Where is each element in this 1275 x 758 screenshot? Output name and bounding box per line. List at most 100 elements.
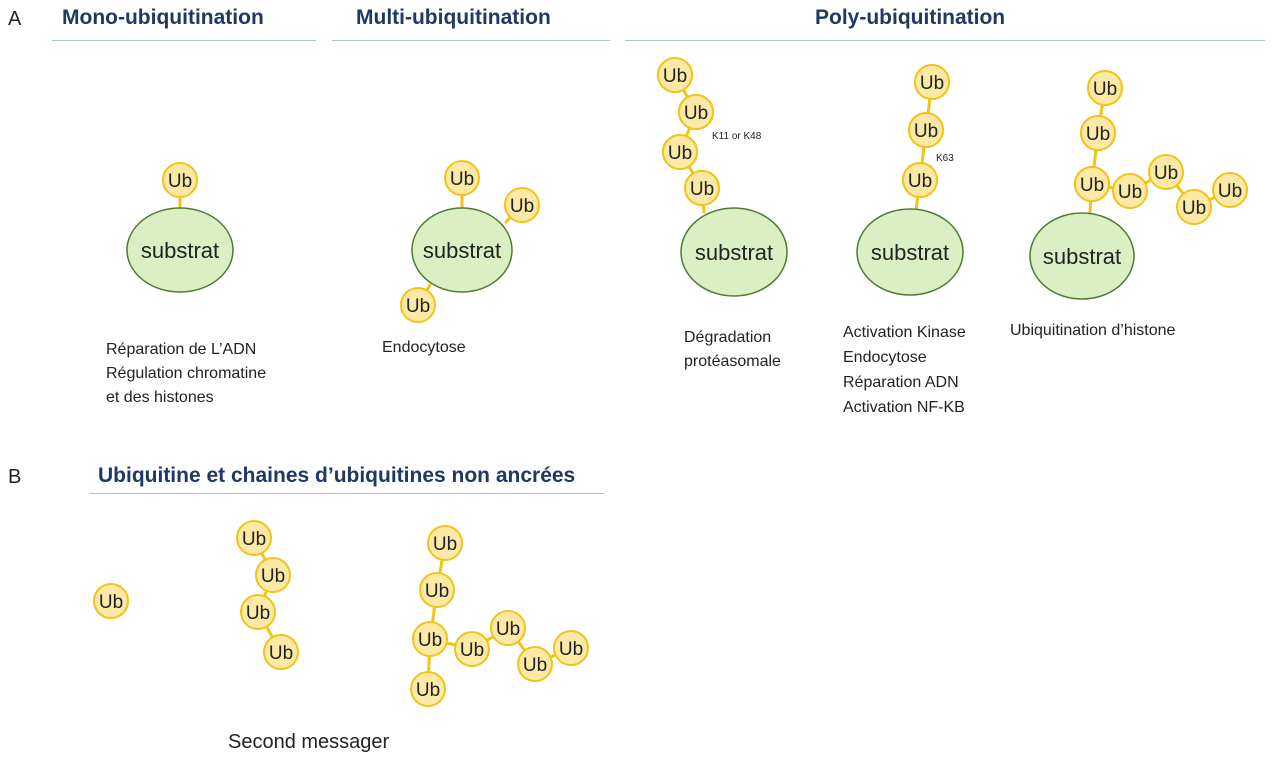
substrat-label: substrat	[141, 238, 219, 263]
description-line: Dégradation	[684, 329, 772, 346]
description-line: et des histones	[106, 389, 214, 406]
ubiquitin-node: Ub	[908, 112, 944, 148]
substrat-node: substrat	[856, 208, 964, 296]
ubiquitin-circle	[454, 631, 490, 667]
description-line: Réparation de L’ADN	[106, 341, 257, 358]
description-line: protéasomale	[684, 353, 781, 370]
description-mono: Réparation de L’ADN Régulation chromatin…	[106, 338, 266, 410]
substrat-label: substrat	[871, 240, 949, 265]
ubiquitin-label: Ub	[416, 680, 440, 701]
ubiquitin-node: Ub	[255, 557, 291, 593]
substrat-node: substrat	[126, 207, 234, 293]
substrat-node: substrat	[680, 207, 788, 297]
ubiquitin-label: Ub	[663, 66, 687, 87]
ubiquitin-node: Ub	[678, 94, 714, 130]
ubiquitin-node: Ub	[1148, 154, 1184, 190]
ubiquitin-circle	[504, 187, 540, 223]
ubiquitin-node: Ub	[684, 170, 720, 206]
panel-letter-a: A	[8, 8, 22, 30]
heading-multi-ubiquitination: Multi-ubiquitination	[356, 6, 551, 29]
ubiquitin-circle	[914, 64, 950, 100]
ubiquitin-label: Ub	[1118, 182, 1142, 203]
ubiquitin-label: Ub	[242, 529, 266, 550]
label-k11-k48: K11 or K48	[712, 131, 762, 142]
description-line: Endocytose	[382, 339, 466, 356]
ubiquitin-node: Ub	[93, 583, 129, 619]
ubiquitin-node: Ub	[1080, 115, 1116, 151]
ubiquitin-circle	[490, 610, 526, 646]
ubiquitin-node: Ub	[657, 57, 693, 93]
ubiquitin-node: Ub	[914, 64, 950, 100]
ubiquitin-circle	[1176, 189, 1212, 225]
ubiquitin-circle	[553, 630, 589, 666]
ubiquitin-label: Ub	[559, 639, 583, 660]
ubiquitin-node: Ub	[263, 634, 299, 670]
heading-free-ubiquitin-chains: Ubiquitine et chaines d’ubiquitines non …	[98, 464, 576, 487]
heading-mono-ubiquitination: Mono-ubiquitination	[62, 6, 264, 29]
description-line: Endocytose	[843, 349, 927, 366]
ubiquitin-circle	[240, 594, 276, 630]
ubiquitin-node: Ub	[410, 671, 446, 707]
ubiquitin-label: Ub	[1093, 79, 1117, 100]
ubiquitin-label: Ub	[246, 603, 270, 624]
ubiquitin-label: Ub	[261, 566, 285, 587]
ubiquitin-circle	[400, 287, 436, 323]
substrat-ellipse	[1029, 212, 1135, 300]
ubiquitin-circle	[1080, 115, 1116, 151]
ubiquitin-circle	[236, 520, 272, 556]
ubiquitin-node: Ub	[444, 160, 480, 196]
ubiquitin-label: Ub	[406, 296, 430, 317]
description-free-chains: Second messager	[228, 731, 390, 753]
description-line: Régulation chromatine	[106, 365, 267, 382]
ubiquitin-label: Ub	[99, 592, 123, 613]
ubiquitin-node: Ub	[553, 630, 589, 666]
ubiquitin-node: Ub	[412, 621, 448, 657]
ubiquitin-label: Ub	[1080, 175, 1104, 196]
ubiquitin-node: Ub	[1112, 173, 1148, 209]
description-line: Ubiquitination d’histone	[1010, 322, 1176, 339]
substrat-ellipse	[126, 207, 234, 293]
ubiquitin-circle	[684, 170, 720, 206]
rule-free	[90, 493, 604, 494]
rule-multi	[332, 40, 610, 41]
substrat-ellipse	[680, 207, 788, 297]
substrat-ellipse	[411, 207, 513, 293]
ubiquitin-circle	[1112, 173, 1148, 209]
label-k63: K63	[936, 153, 954, 164]
ubiquitin-circle	[419, 572, 455, 608]
substrat-node: substrat	[1029, 212, 1135, 300]
ubiquitin-node: Ub	[1176, 189, 1212, 225]
rule-poly	[625, 40, 1265, 41]
ubiquitin-circle	[1148, 154, 1184, 190]
substrat-label: substrat	[423, 238, 501, 263]
substrat-label: substrat	[1043, 244, 1121, 269]
ubiquitin-node: Ub	[490, 610, 526, 646]
ubiquitin-node: Ub	[662, 134, 698, 170]
ubiquitin-node: Ub	[400, 287, 436, 323]
description-line: Réparation ADN	[843, 374, 959, 391]
panel-letter-b: B	[8, 466, 22, 488]
ubiquitin-label: Ub	[425, 581, 449, 602]
ubiquitin-label: Ub	[450, 169, 474, 190]
description-multi: Endocytose	[382, 336, 466, 360]
ubiquitin-label: Ub	[908, 171, 932, 192]
ubiquitin-circle	[162, 162, 198, 198]
ubiquitin-circle	[908, 112, 944, 148]
ubiquitin-label: Ub	[510, 196, 534, 217]
ubiquitin-node: Ub	[240, 594, 276, 630]
substrat-label: substrat	[695, 240, 773, 265]
heading-poly-ubiquitination: Poly-ubiquitination	[815, 6, 1006, 29]
ubiquitin-label: Ub	[496, 619, 520, 640]
ubiquitin-circle	[444, 160, 480, 196]
ubiquitin-label: Ub	[920, 73, 944, 94]
ubiquitin-label: Ub	[523, 655, 547, 676]
ubiquitin-label: Ub	[684, 103, 708, 124]
ubiquitin-circle	[427, 525, 463, 561]
ubiquitin-label: Ub	[668, 143, 692, 164]
description-poly-k63: Activation Kinase Endocytose Réparation …	[843, 320, 966, 420]
ubiquitin-node: Ub	[236, 520, 272, 556]
description-poly-k48: Dégradation protéasomale	[684, 326, 781, 374]
ubiquitin-label: Ub	[690, 179, 714, 200]
ubiquitin-circle	[1212, 172, 1248, 208]
